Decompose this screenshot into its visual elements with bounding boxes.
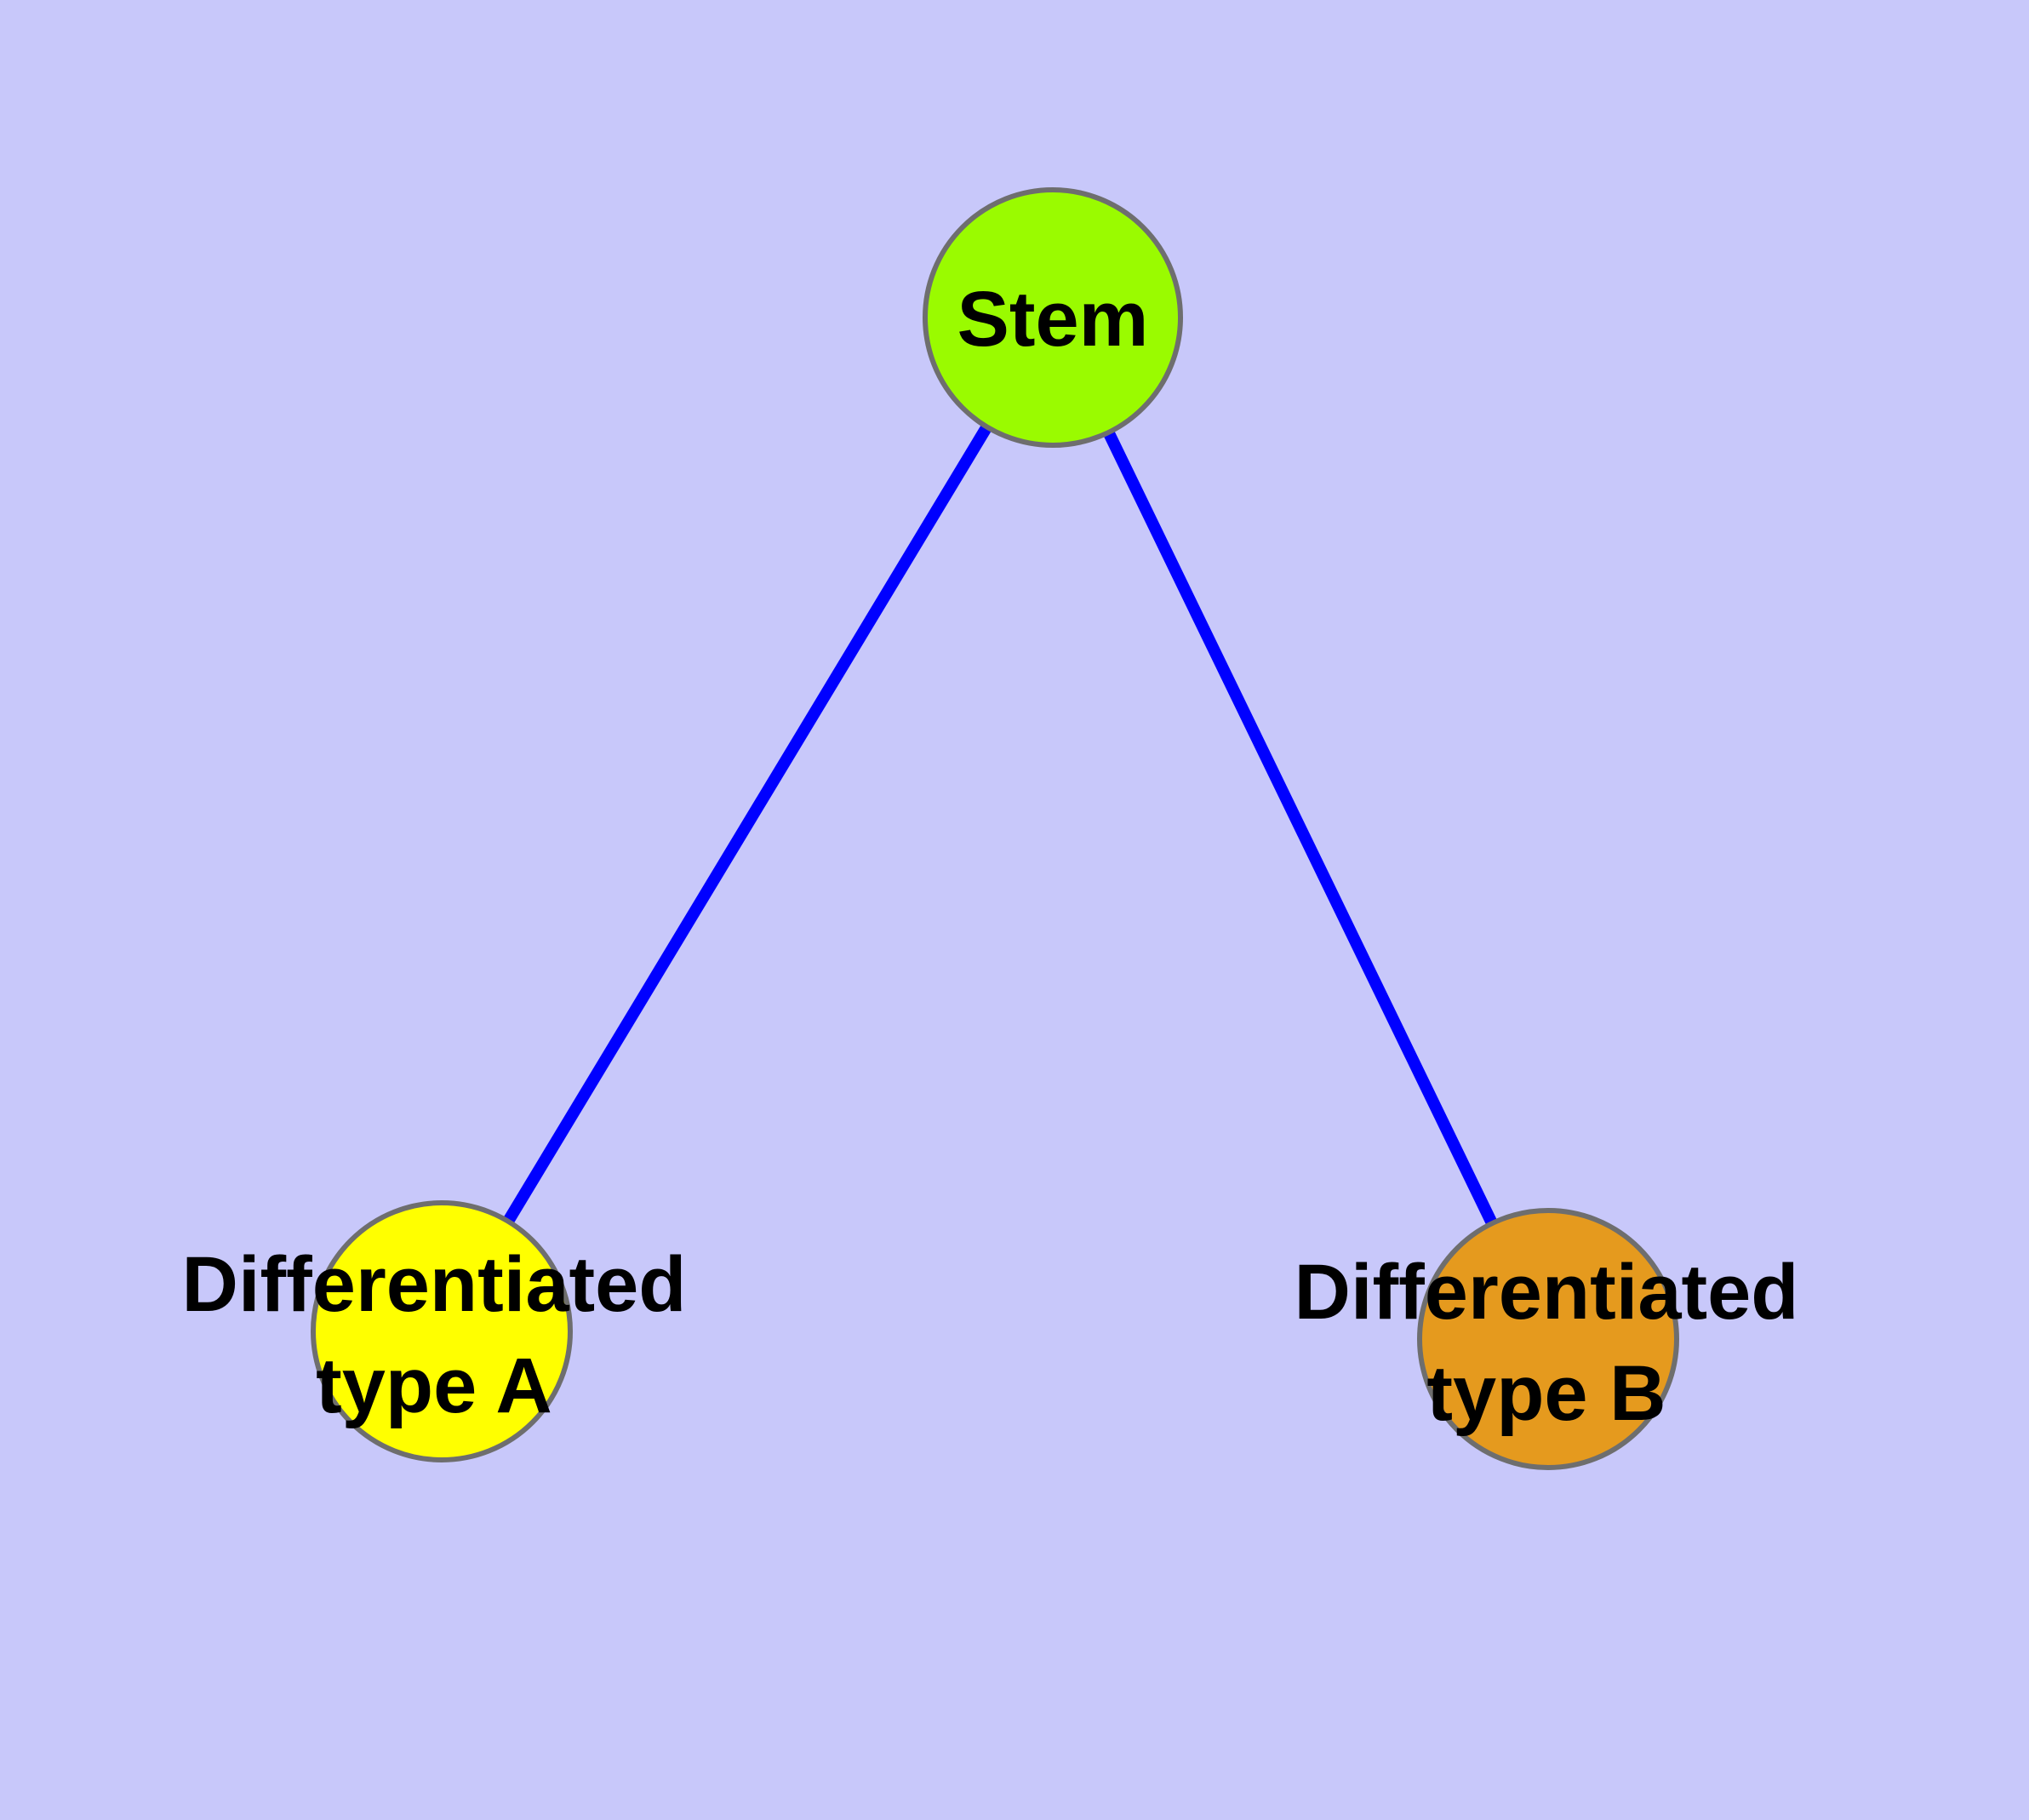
node-differentiated-type-a-label-line-1: Differentiated: [182, 1241, 687, 1328]
node-differentiated-type-b-label-line-1: Differentiated: [1295, 1249, 1799, 1336]
node-differentiated-type-b-circle: [1417, 1208, 1679, 1470]
node-differentiated-type-b: Differentiated type B: [1295, 1208, 1799, 1470]
node-differentiated-type-a-circle: [311, 1200, 573, 1462]
node-differentiated-type-a: Differentiated type A: [182, 1200, 687, 1462]
node-stem-circle: [923, 187, 1183, 448]
node-differentiated-type-a-label-line-2: type A: [316, 1342, 552, 1429]
node-differentiated-type-b-label-line-2: type B: [1426, 1350, 1666, 1437]
edge-stem-to-type-a: [437, 314, 1058, 1335]
node-stem-label: Stem: [957, 276, 1149, 363]
edge-stem-to-type-b: [1047, 314, 1554, 1342]
node-stem: Stem: [923, 187, 1183, 448]
